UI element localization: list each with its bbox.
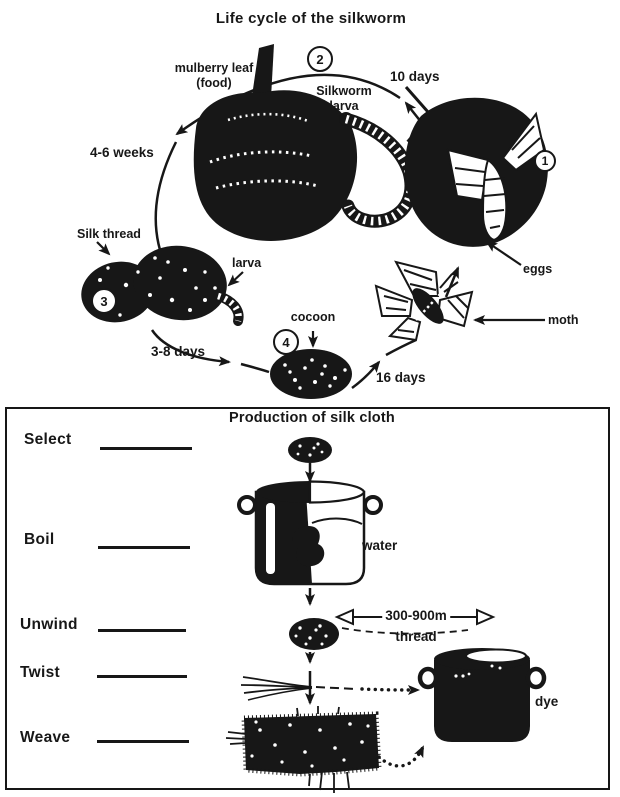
step-unwind-blank-line (98, 629, 186, 632)
dye-label: dye (535, 694, 559, 709)
select-cocoon-illustration (288, 437, 332, 463)
lifecycle-title: Life cycle of the silkworm (215, 10, 407, 27)
thread-word-label: thread (395, 629, 437, 644)
step-select-blank-line (100, 447, 192, 450)
mulberry-leaf-illustration (193, 44, 358, 241)
twist-threads-illustration (240, 676, 425, 768)
cocoon-illustration (270, 349, 352, 399)
silk-thread-cocoon-illustration (81, 245, 244, 326)
silk-thread-label: Silk thread (77, 227, 141, 241)
egg-leaf-illustration (404, 86, 548, 247)
stage-4-number: 4 (282, 334, 290, 350)
duration-4-6-weeks: 4-6 weeks (90, 145, 154, 160)
stage-1-number: 1 (541, 154, 549, 168)
step-twist-blank-line (97, 675, 187, 678)
step-weave-blank-line (97, 740, 189, 743)
step-twist-label: Twist (20, 664, 60, 681)
mulberry-leaf-label: mulberry leaf (food) (174, 61, 254, 91)
stage-1-badge: 1 (534, 150, 556, 172)
thread-length-label: 300-900m (382, 608, 450, 625)
water-label: water (362, 538, 398, 553)
unwind-cocoon-illustration (289, 618, 339, 650)
silkworm-larva-label: Silkworm larva (316, 84, 372, 114)
dye-pot-illustration (417, 648, 547, 742)
stage-2-number: 2 (316, 51, 324, 67)
stage-3-number: 3 (100, 293, 108, 309)
step-select-label: Select (24, 431, 72, 448)
duration-3-8-days: 3-8 days (151, 344, 206, 359)
larva-label: larva (232, 256, 262, 270)
cycle-arrows (96, 73, 545, 390)
water-pot-illustration (237, 480, 383, 586)
step-unwind-label: Unwind (20, 616, 78, 633)
stage-4-badge: 4 (273, 329, 299, 355)
eggs-label: eggs (523, 262, 553, 276)
moth-label: moth (548, 313, 579, 327)
stage-2-badge: 2 (307, 46, 333, 72)
cocoon-label: cocoon (290, 310, 336, 324)
stage-3-badge: 3 (91, 288, 117, 314)
production-title: Production of silk cloth (229, 410, 395, 426)
duration-16-days: 16 days (376, 370, 426, 385)
woven-cloth-illustration (225, 706, 382, 793)
duration-10-days: 10 days (390, 69, 440, 84)
step-boil-label: Boil (24, 531, 55, 548)
moth-illustration (374, 260, 474, 342)
step-boil-blank-line (98, 546, 190, 549)
step-weave-label: Weave (20, 729, 71, 746)
